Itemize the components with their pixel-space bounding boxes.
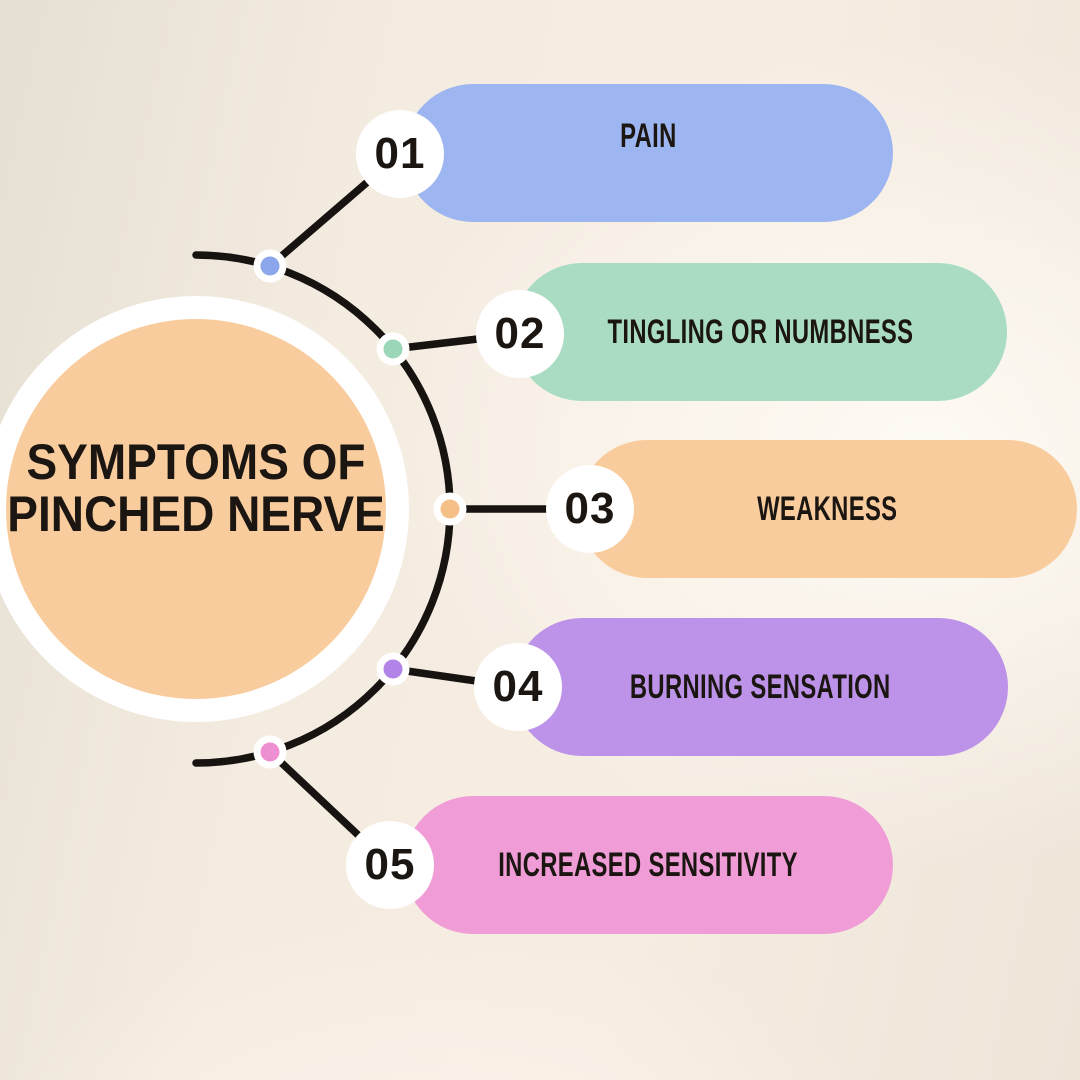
step-number-badge-3: 03 — [546, 465, 634, 553]
symptom-label-3: WEAKNESS — [578, 440, 1077, 578]
arc-node-dot-5 — [260, 742, 280, 762]
step-number-badge-1: 01 — [356, 110, 444, 198]
step-number-badge-4: 04 — [474, 643, 562, 731]
page-title: SYMPTOMS OF PINCHED NERVE — [0, 436, 472, 540]
symptom-label-4: BURNING SENSATION — [513, 618, 1008, 756]
symptom-pill-3: WEAKNESS — [578, 440, 1077, 578]
step-number-text-5: 05 — [364, 840, 416, 889]
step-number-badge-2: 02 — [476, 290, 564, 378]
symptom-pill-1: PAIN — [404, 84, 893, 222]
arc-node-dot-3 — [440, 499, 460, 519]
step-number-text-3: 03 — [564, 484, 616, 533]
symptom-label-5: INCREASED SENSITIVITY — [404, 796, 893, 934]
arc-node-dot-1 — [260, 256, 280, 276]
arc-node-5 — [253, 735, 287, 769]
arc-node-3 — [433, 492, 467, 526]
symptom-label-text-1: PAIN — [620, 116, 677, 155]
center-circle — [6, 319, 386, 699]
symptom-label-1: PAIN — [404, 84, 893, 222]
step-number-badge-5: 05 — [346, 821, 434, 909]
symptom-label-text-5: INCREASED SENSITIVITY — [498, 845, 799, 884]
arc-node-1 — [253, 249, 287, 283]
symptom-label-text-2: TINGLING OR NUMBNESS — [607, 312, 913, 351]
symptom-pill-5: INCREASED SENSITIVITY — [404, 796, 893, 934]
symptom-pill-4: BURNING SENSATION — [513, 618, 1008, 756]
arc-node-2 — [376, 332, 410, 366]
symptom-label-text-3: WEAKNESS — [757, 489, 898, 528]
arc-node-4 — [376, 652, 410, 686]
arc-node-dot-2 — [383, 339, 403, 359]
step-number-text-4: 04 — [492, 662, 544, 711]
step-number-text-2: 02 — [494, 309, 546, 358]
symptom-pill-2: TINGLING OR NUMBNESS — [513, 263, 1007, 401]
arc-node-dot-4 — [383, 659, 403, 679]
page-title-line-1: SYMPTOMS OF — [26, 434, 366, 490]
step-number-text-1: 01 — [374, 129, 426, 178]
symptom-label-2: TINGLING OR NUMBNESS — [513, 263, 1007, 401]
symptom-label-text-4: BURNING SENSATION — [630, 667, 891, 706]
page-title-line-2: PINCHED NERVE — [7, 486, 385, 542]
